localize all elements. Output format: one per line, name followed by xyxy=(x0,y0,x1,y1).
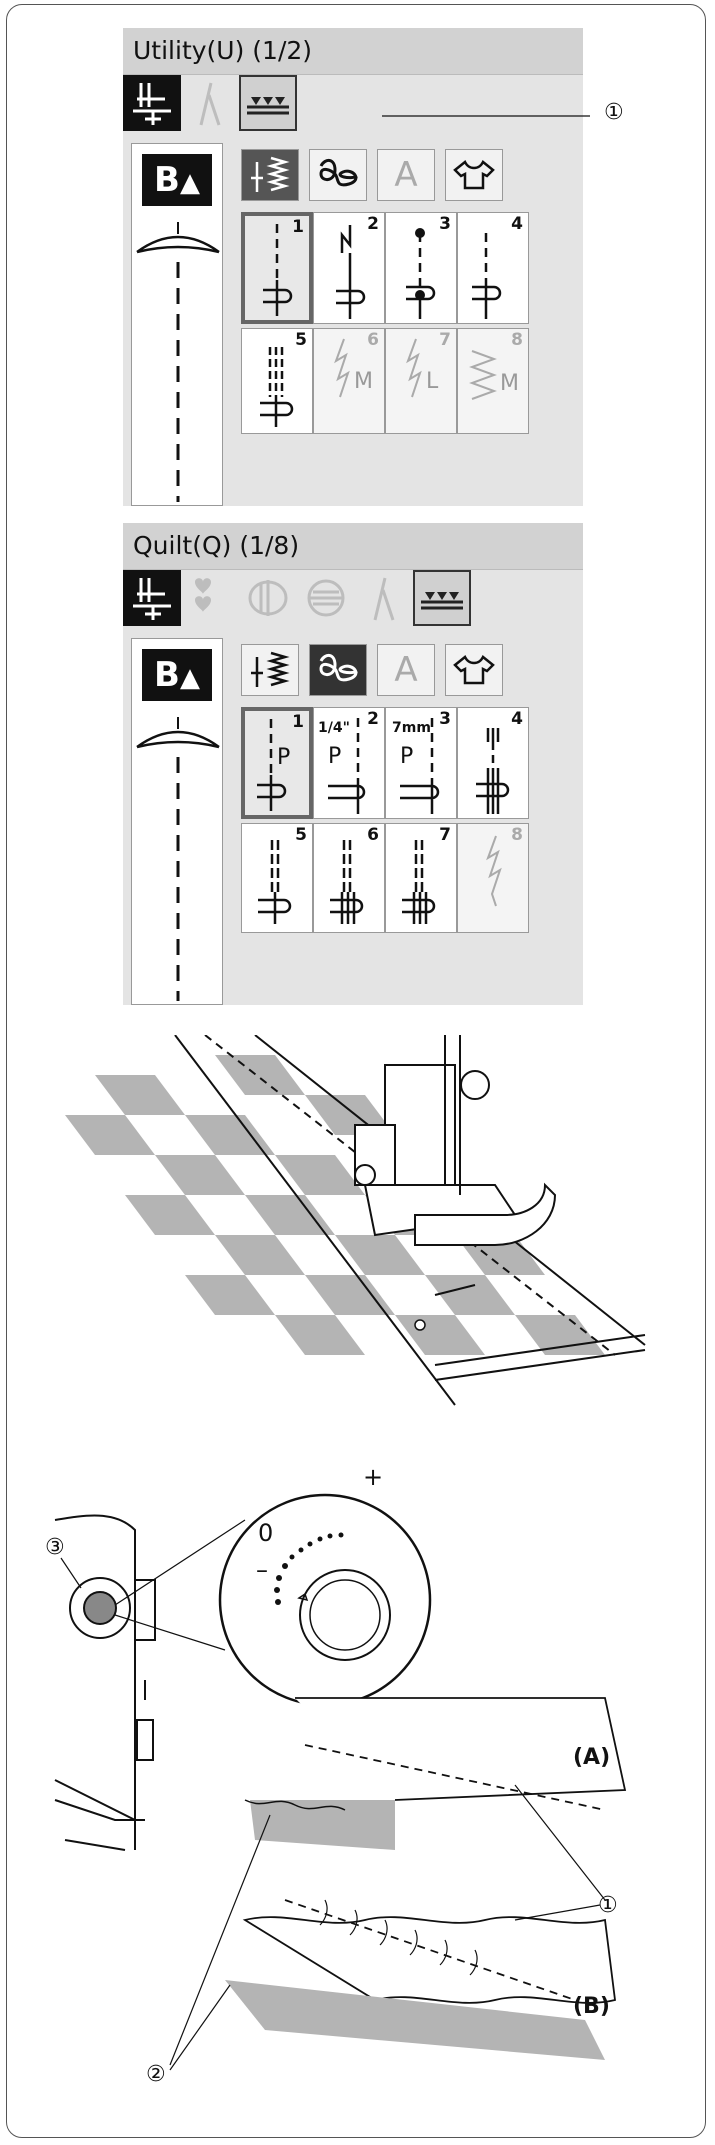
presser-foot-icon[interactable] xyxy=(123,570,181,626)
callout-1-bottom: ① xyxy=(598,1893,618,1918)
category-letters-button[interactable]: A xyxy=(377,644,435,696)
callout-1-top: ① xyxy=(604,100,624,125)
dial-zero-label: 0 xyxy=(258,1519,274,1547)
category-decorative-button[interactable] xyxy=(309,644,367,696)
stitch-button-4[interactable]: 4 xyxy=(457,212,529,324)
label-a: (A) xyxy=(573,1745,611,1770)
quilt-icon-bar xyxy=(123,570,583,626)
needle-icon[interactable] xyxy=(181,75,239,131)
utility-panel: Utility(U) (1/2) B▲ A 1 xyxy=(123,28,583,506)
mirror-icon[interactable] xyxy=(239,570,297,626)
category-garment-button[interactable] xyxy=(445,644,503,696)
panel-title: Quilt(Q) (1/8) xyxy=(133,531,300,560)
category-garment-button[interactable] xyxy=(445,149,503,201)
stitch-button-3[interactable]: 3 xyxy=(385,212,457,324)
panel-title-bar: Utility(U) (1/2) xyxy=(123,28,583,75)
dial-plus-label: + xyxy=(363,1463,384,1491)
category-utility-button[interactable] xyxy=(241,644,299,696)
panel-title-bar: Quilt(Q) (1/8) xyxy=(123,523,583,570)
quilt-stitch-button-6[interactable]: 6 xyxy=(313,823,385,933)
label-b: (B) xyxy=(573,1994,610,2019)
dial-minus-label: – xyxy=(256,1556,268,1584)
needle-icon[interactable] xyxy=(355,570,413,626)
stitch-button-1[interactable]: 1 xyxy=(241,212,313,324)
stitch-preview-graphic xyxy=(136,717,220,1001)
quilt-stitch-button-8[interactable]: 8 xyxy=(457,823,529,933)
quilt-stitch-button-4[interactable]: 4 xyxy=(457,707,529,819)
quilt-stitch-button-3[interactable]: 3 7mm P xyxy=(385,707,457,819)
category-letters-button[interactable]: A xyxy=(377,149,435,201)
stitch-preview-column: B▲ xyxy=(131,638,223,1005)
stitch-lines-icon[interactable] xyxy=(413,570,471,626)
flip-icon[interactable] xyxy=(297,570,355,626)
stitch-button-8[interactable]: 8 M xyxy=(457,328,529,434)
stitch-preview-graphic xyxy=(136,222,220,502)
tension-dial-illustration xyxy=(54,1493,627,2071)
quilt-stitch-button-5[interactable]: 5 xyxy=(241,823,313,933)
callout-3: ③ xyxy=(45,1535,65,1560)
stitch-preview-column: B▲ xyxy=(131,143,223,506)
presser-foot-icon[interactable] xyxy=(123,75,181,131)
hearts-icon[interactable] xyxy=(181,570,239,626)
quilt-stitch-button-1[interactable]: 1 P xyxy=(241,707,313,819)
quilt-fabric-illustration xyxy=(65,1035,646,1406)
quilt-stitch-button-2[interactable]: 2 1/4" P xyxy=(313,707,385,819)
stitch-button-2[interactable]: 2 xyxy=(313,212,385,324)
stitch-button-6[interactable]: 6 M xyxy=(313,328,385,434)
category-decorative-button[interactable] xyxy=(309,149,367,201)
stitch-button-5[interactable]: 5 xyxy=(241,328,313,434)
callout-line-1 xyxy=(382,115,590,117)
stitch-lines-icon[interactable] xyxy=(239,75,297,131)
page-frame xyxy=(6,4,706,2138)
stitch-button-7[interactable]: 7 L xyxy=(385,328,457,434)
quilt-stitch-button-7[interactable]: 7 xyxy=(385,823,457,933)
quilt-panel: Quilt(Q) (1/8) B▲ xyxy=(123,523,583,1005)
foot-b-indicator: B▲ xyxy=(142,649,212,701)
foot-b-indicator: B▲ xyxy=(142,154,212,206)
panel-title: Utility(U) (1/2) xyxy=(133,36,313,65)
category-utility-button[interactable] xyxy=(241,149,299,201)
callout-2: ② xyxy=(146,2062,166,2087)
